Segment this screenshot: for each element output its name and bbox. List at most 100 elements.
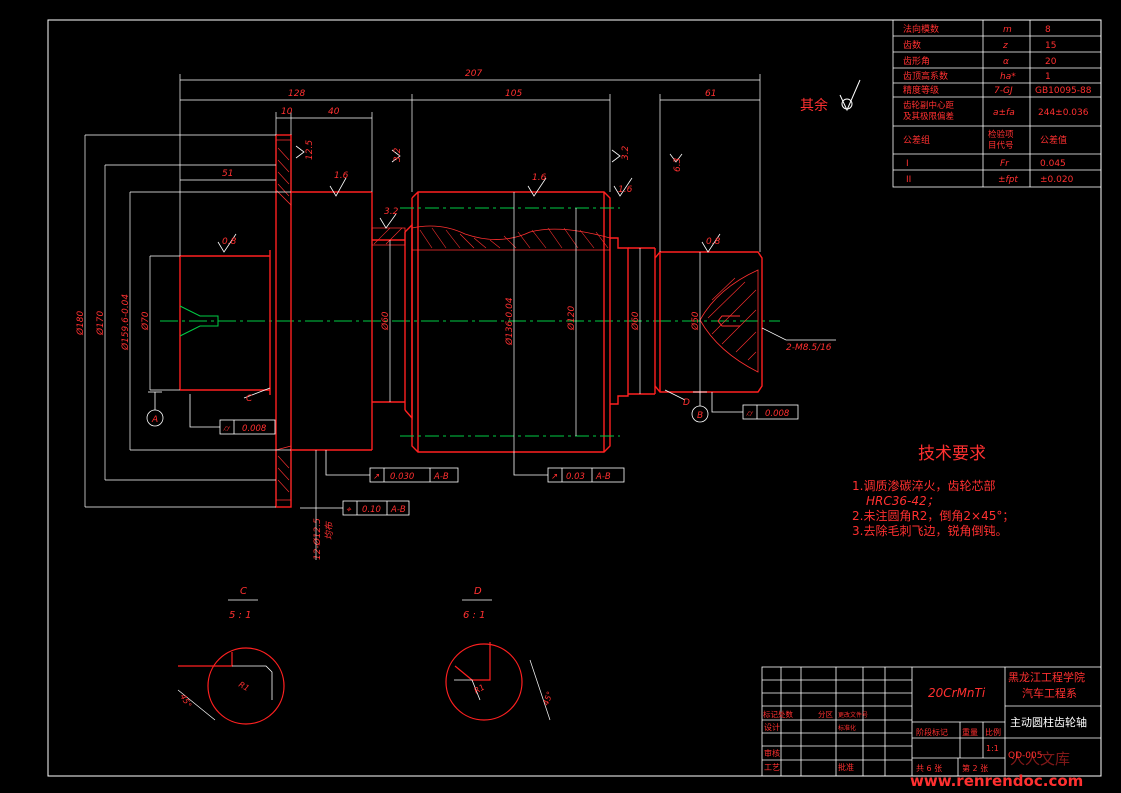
- tol2-symbol: ↗: [373, 472, 380, 482]
- param-val-8: ±0.020: [1040, 175, 1074, 185]
- dim-right-part: 61: [705, 89, 716, 99]
- tech-line-3: 2.未注圆角R2，倒角2×45°；: [852, 508, 1014, 523]
- roughness-r1: 1.6: [334, 171, 349, 181]
- param-val-3: 1: [1045, 72, 1051, 82]
- dim-dia-tip: Ø136-0.04: [504, 297, 515, 346]
- roughness-r4: 0.8: [222, 237, 237, 247]
- roughness-r6: 3.2: [393, 147, 403, 162]
- param-sym-5: a±fa: [993, 108, 1015, 118]
- tol3-value: 0.10: [362, 505, 381, 515]
- param-sym-3: ha*: [1000, 72, 1016, 82]
- datum-a: A: [151, 415, 158, 425]
- tb-scale-val: 1:1: [986, 744, 999, 753]
- dim-step-40: 40: [328, 107, 340, 117]
- param-val-1: 15: [1045, 41, 1056, 51]
- param-name-7: I: [906, 159, 909, 169]
- roughness-r7: 3.2: [621, 145, 631, 160]
- detail-c-label: C: [240, 586, 247, 597]
- tol2-value: 0.030: [390, 472, 414, 482]
- param-name-5: 齿轮副中心距及其极限偏差: [903, 100, 955, 122]
- dim-dia-50: Ø50: [690, 311, 701, 331]
- tol3-ref: A-B: [390, 505, 406, 515]
- dim-flange-width: 10: [281, 107, 293, 117]
- tol5-symbol: ⌭: [746, 409, 754, 419]
- dim-dia-root: Ø120: [566, 305, 577, 331]
- roughness-r9: 6.3: [673, 157, 683, 172]
- dim-thread: 2-M8.5/16: [786, 343, 832, 353]
- tb-sheets: 共 6 张: [916, 764, 942, 773]
- dim-dia-180: Ø180: [75, 310, 86, 336]
- roughness-symbols: [217, 145, 721, 253]
- tb-r-approve: 批准: [838, 762, 854, 772]
- param-name-1: 齿数: [903, 39, 921, 51]
- tech-line-1: 1.调质渗碳淬火，齿轮芯部: [852, 478, 995, 493]
- tol4-ref: A-B: [595, 472, 611, 482]
- tb-r-design: 设计: [764, 722, 780, 732]
- tol5-value: 0.008: [765, 409, 790, 419]
- param-sym-6: 检验项目代号: [988, 129, 1014, 151]
- tb-r-process: 工艺: [764, 763, 780, 772]
- dim-hub-51: 51: [222, 169, 233, 179]
- dim-dia-60b: Ø60: [630, 311, 641, 331]
- roughness-general-label: 其余: [800, 97, 828, 114]
- param-val-2: 20: [1045, 57, 1057, 67]
- param-sym-2: α: [1003, 57, 1009, 67]
- tech-line-4: 3.去除毛刺飞边，锐角倒钝。: [852, 523, 1007, 538]
- param-val-4: GB10095-88: [1035, 86, 1092, 96]
- param-sym-8: ±fpt: [998, 175, 1018, 185]
- roughness-r8: 12.5: [305, 140, 315, 160]
- param-name-0: 法向模数: [903, 23, 939, 35]
- datum-c: C: [246, 394, 253, 404]
- param-name-6: 公差组: [903, 134, 930, 146]
- param-name-8: II: [906, 175, 911, 185]
- tb-r-zone: 分区: [818, 710, 833, 719]
- tb-r-mark: 标记处数: [763, 709, 793, 719]
- dim-dia-60: Ø60: [380, 311, 391, 331]
- watermark-brand: 人人文库: [1010, 750, 1070, 768]
- tb-c-stage: 阶段标记: [916, 727, 948, 737]
- tb-c-scale: 比例: [985, 727, 1001, 737]
- detail-d-label: D: [474, 586, 482, 597]
- param-val-0: 8: [1045, 25, 1051, 35]
- watermark: 人人文库 www.renrendoc.com: [910, 750, 1083, 790]
- detail-d-scale: 6 : 1: [463, 610, 485, 621]
- datum-b: B: [697, 411, 703, 421]
- roughness-general: 其余: [800, 79, 861, 114]
- tb-sheet-no: 第 2 张: [962, 763, 988, 773]
- detail-c-scale: 5 : 1: [229, 610, 251, 621]
- tol4-symbol: ↗: [551, 472, 558, 482]
- roughness-r2: 1.6: [532, 173, 547, 183]
- dim-dia-hub: Ø159.6-0.04: [120, 294, 131, 351]
- dim-dia-70: Ø70: [140, 311, 151, 331]
- tb-school: 黑龙江工程学院: [1008, 670, 1085, 684]
- dim-hole-note: 12-Ø12.5: [312, 518, 323, 560]
- param-val-7: 0.045: [1040, 159, 1066, 169]
- datum-d: D: [683, 398, 690, 408]
- tb-r-std: 标准化: [838, 724, 856, 732]
- param-val-5: 244±0.036: [1038, 108, 1089, 118]
- tb-drawing-no: QD-005: [1008, 751, 1042, 761]
- roughness-r3: 1.6: [618, 185, 633, 195]
- title-block: 20CrMnTi 黑龙江工程学院 汽车工程系 主动圆柱齿轮轴 标记处数 分区 更…: [761, 666, 1102, 777]
- param-sym-4: 7-GJ: [994, 86, 1013, 96]
- tb-dept: 汽车工程系: [1022, 686, 1077, 700]
- param-sym-7: Fr: [1000, 159, 1010, 169]
- tol1-symbol: ⌭: [223, 424, 231, 434]
- tb-r-audit: 审核: [764, 748, 780, 758]
- tol2-ref: A-B: [433, 472, 449, 482]
- param-name-3: 齿顶高系数: [903, 70, 948, 82]
- dim-overall-length: 207: [465, 69, 482, 79]
- tb-c-weight: 重量: [962, 727, 978, 737]
- gear-parameter-table: 法向模数 m 8 齿数 z 15 齿形角 α 20 齿顶高系数 ha* 1 精度…: [892, 19, 1102, 188]
- tol1-value: 0.008: [242, 424, 267, 434]
- tb-material: 20CrMnTi: [928, 686, 986, 700]
- tb-r-change: 更改文件号: [838, 711, 868, 719]
- dimension-lines: [84, 74, 761, 508]
- datum-markers: [146, 387, 709, 427]
- dim-gear-width: 105: [505, 89, 522, 99]
- tech-requirements: 技术要求 1.调质渗碳淬火，齿轮芯部 HRC36-42； 2.未注圆角R2，倒角…: [852, 444, 1014, 538]
- dim-hole-note2: 均布: [324, 520, 335, 540]
- param-sym-1: z: [1002, 41, 1008, 51]
- drawing-frame: [47, 19, 1102, 777]
